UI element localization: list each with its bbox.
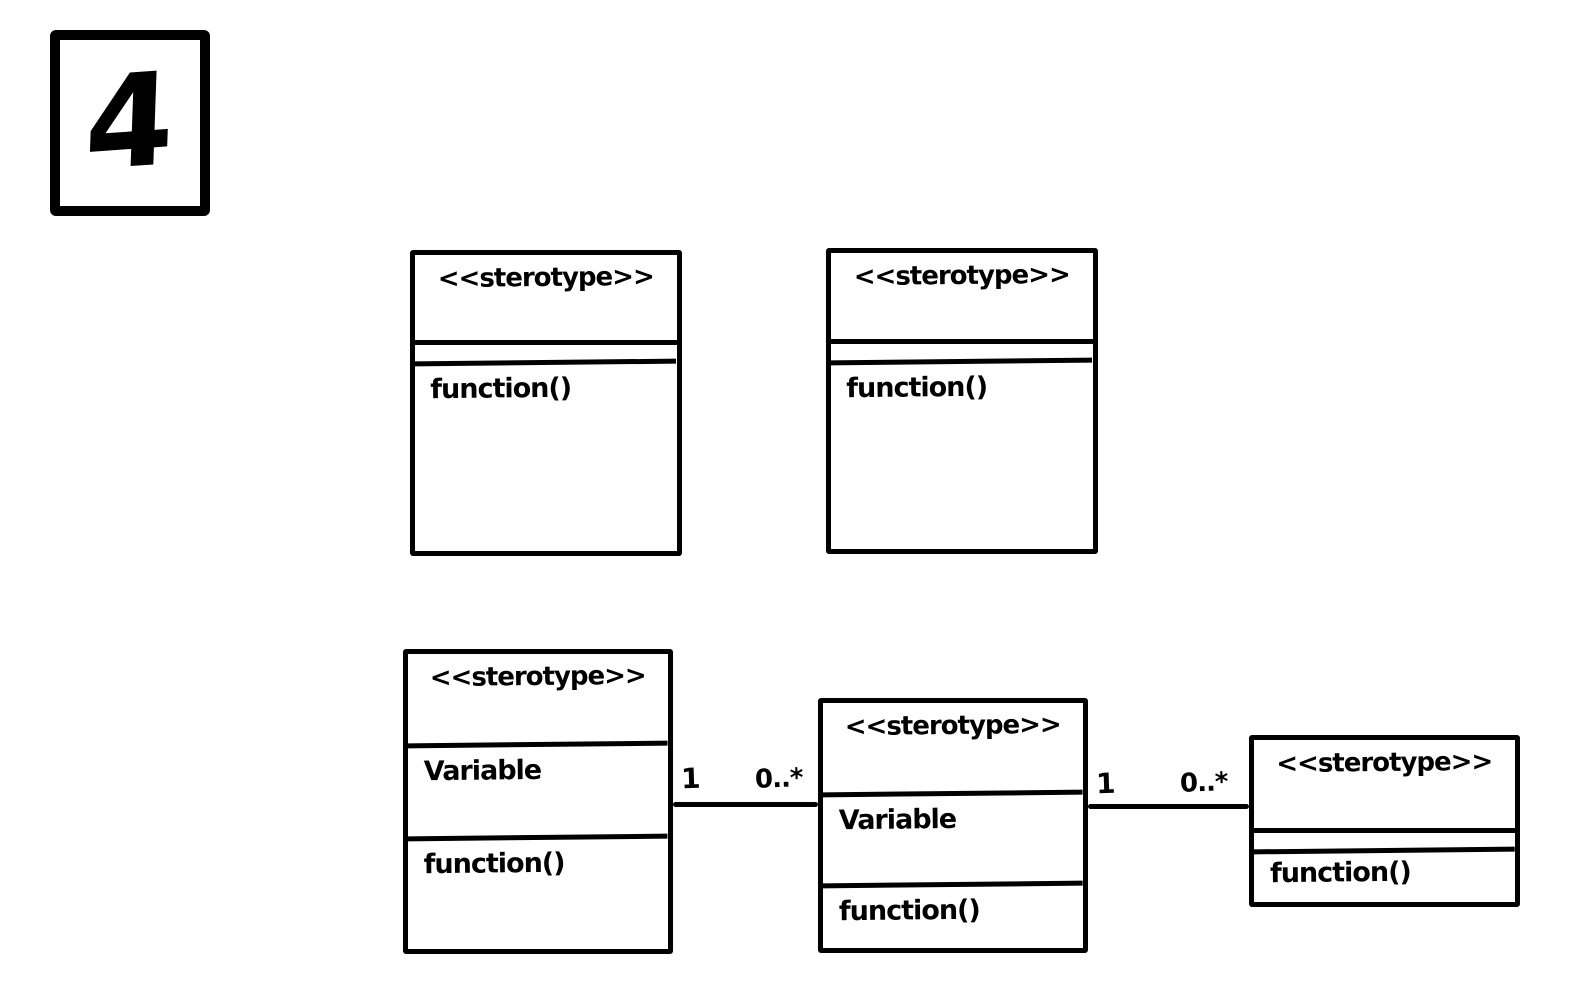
uml-class-bottom-left: <<sterotype>> Variable function() [403, 649, 673, 954]
attributes-section-empty [1254, 828, 1515, 848]
uml-class-top-left: <<sterotype>> function() [410, 250, 682, 556]
method-label: function() [822, 880, 1084, 950]
method-label: function() [414, 358, 678, 553]
attribute-label: Variable [407, 740, 669, 837]
method-label: function() [830, 357, 1094, 551]
step-number-text: 4 [82, 44, 178, 201]
multiplicity-one-left: 1 [680, 761, 701, 796]
method-label: function() [1253, 846, 1516, 904]
uml-class-bottom-middle: <<sterotype>> Variable function() [818, 698, 1088, 953]
stereotype-label: <<sterotype>> [437, 261, 654, 295]
association-line-left-middle [673, 802, 818, 807]
multiplicity-many-left: 0..* [754, 763, 803, 795]
attributes-section-empty [415, 340, 677, 360]
association-line-middle-right [1088, 804, 1249, 809]
multiplicity-one-right: 1 [1095, 766, 1116, 801]
multiplicity-many-right: 0..* [1179, 767, 1228, 799]
stereotype-label: <<sterotype>> [853, 259, 1070, 293]
attribute-label: Variable [822, 789, 1084, 884]
attributes-section-empty [831, 339, 1093, 359]
step-number-badge: 4 [50, 30, 210, 216]
uml-class-top-right: <<sterotype>> function() [826, 248, 1098, 554]
method-label: function() [407, 833, 669, 951]
stereotype-label: <<sterotype>> [429, 660, 646, 694]
stereotype-label: <<sterotype>> [844, 709, 1061, 743]
stereotype-label: <<sterotype>> [1276, 746, 1493, 780]
uml-class-bottom-right: <<sterotype>> function() [1249, 735, 1520, 907]
